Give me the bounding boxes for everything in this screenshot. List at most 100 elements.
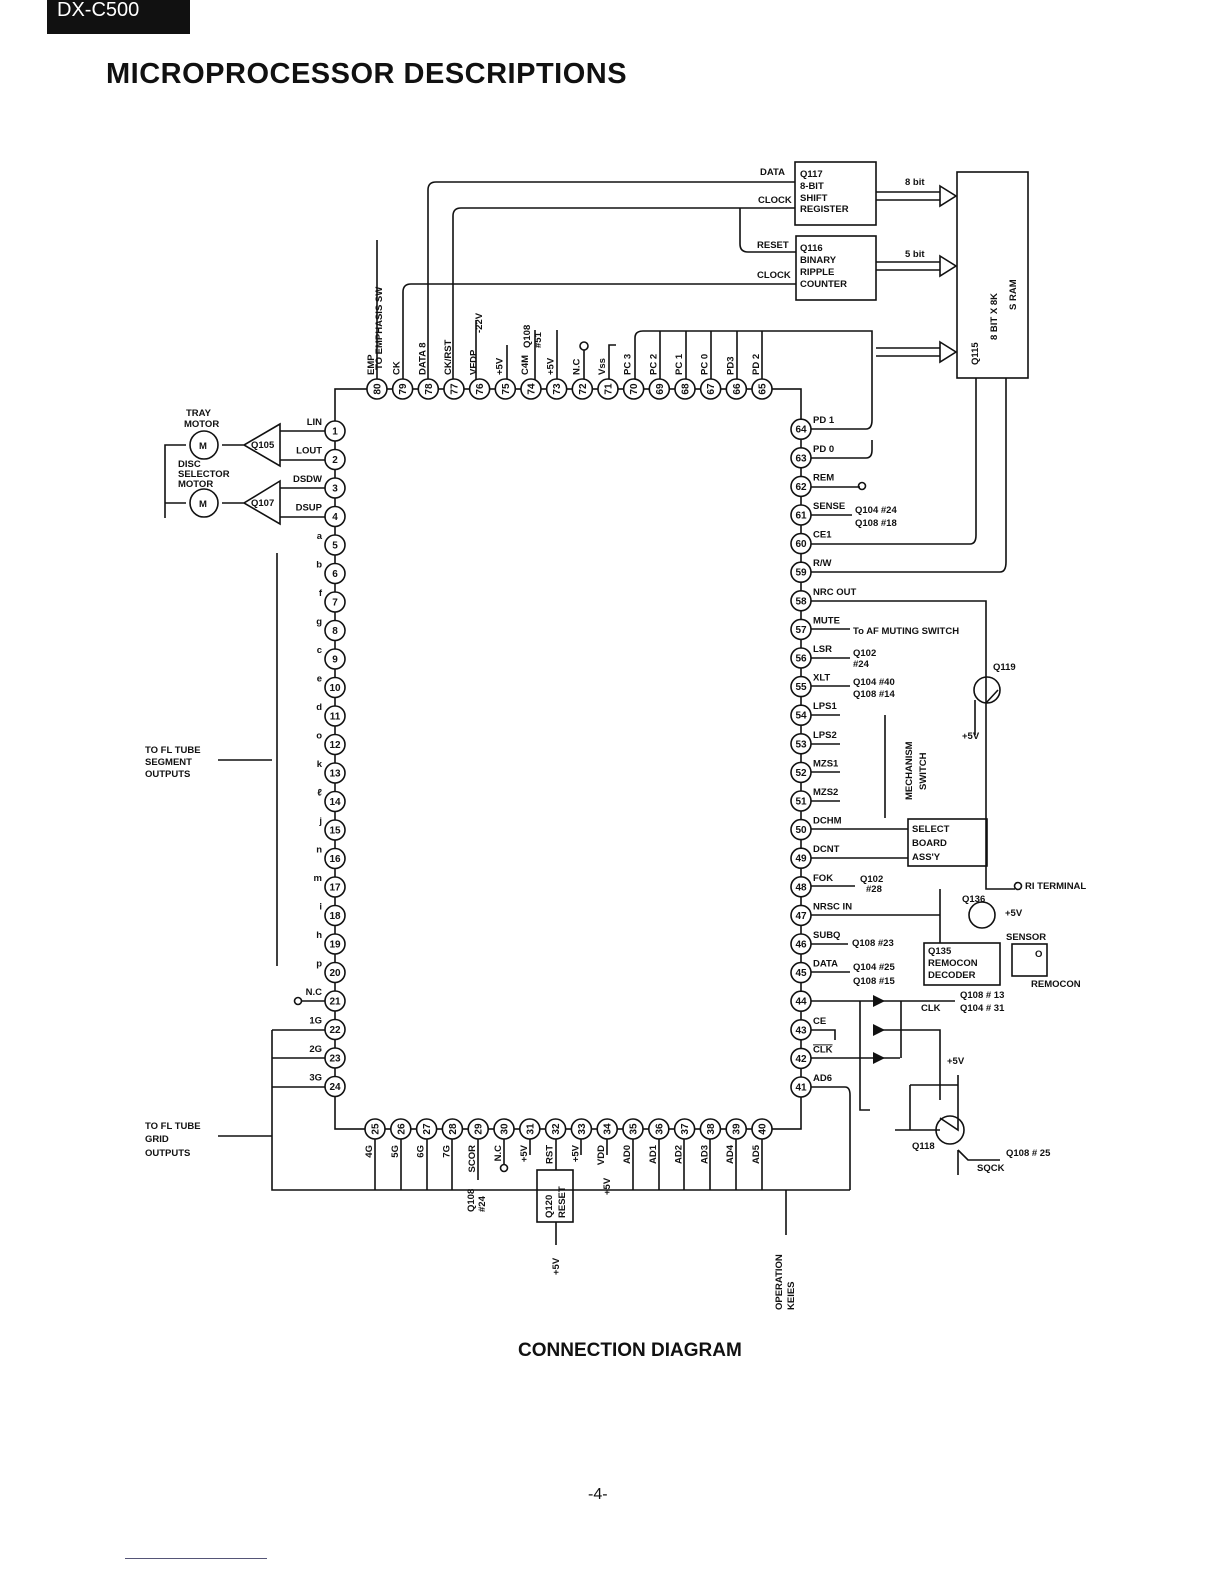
pin-label: DATA [813,959,838,970]
q120-reset-block [536,1169,574,1223]
pin-number: 3 [332,484,338,495]
pin-label: LIN [307,417,322,428]
pin-label: DCNT [813,844,840,855]
svg-text:Q118: Q118 [912,1141,935,1152]
pin-number: 71 [603,383,614,395]
pin-number: 70 [629,383,640,395]
pin-number: 75 [501,383,512,395]
right-annotations: Q104 #24 Q108 #18 To AF MUTING SWITCH Q1… [852,505,1086,1174]
page-title: MICROPROCESSOR DESCRIPTIONS [106,58,628,90]
svg-text:DISC: DISC [178,459,201,470]
pin-label: PC 2 [648,354,659,375]
pin-label: c [317,645,322,656]
pin-label: 1G [309,1016,322,1027]
pin-9: 9c [317,645,346,670]
pin-number: 21 [329,997,341,1008]
pin-number: 59 [795,568,807,579]
pin-label: LPS2 [813,730,837,741]
pin-label: DSDW [293,474,322,485]
pin-number: 4 [332,512,338,523]
pin-label: AD3 [699,1145,710,1164]
svg-text:#51: #51 [533,331,544,348]
pin-number: 5 [332,541,338,552]
pin-label: Vss [597,358,608,375]
diagram-caption: CONNECTION DIAGRAM [518,1340,742,1361]
pin-number: 80 [372,383,383,395]
sensor-block [1011,943,1048,977]
svg-text:OUTPUTS: OUTPUTS [145,769,190,780]
pin-61: 61 SENSE [790,501,845,526]
pin-11: 11d [316,702,346,727]
svg-text:Q108 #18: Q108 #18 [855,518,897,529]
pin-number: 26 [396,1123,407,1135]
pin-number: 44 [795,997,807,1008]
pin-label: k [317,759,323,770]
pin-number: 73 [552,383,563,395]
svg-text:RESET: RESET [757,240,789,251]
pin-number: 18 [329,911,341,922]
pin-number: 46 [795,940,807,951]
pin-number: 9 [332,655,338,666]
svg-text:#24: #24 [853,659,870,670]
pin-number: 40 [758,1123,769,1135]
pin-number: 53 [795,739,807,750]
pin-12: 12o [316,731,346,756]
pin-label: SCOR [467,1145,478,1173]
svg-text:+5V: +5V [947,1056,965,1067]
q136-transistor [968,901,996,929]
q119-transistor [973,676,1001,704]
pin-label: SENSE [813,501,845,512]
pin-label: +5V [519,1144,530,1162]
pin-14: 14ℓ [317,788,346,813]
pin-label: AD4 [725,1144,736,1164]
svg-text:SQCK: SQCK [977,1163,1005,1174]
model-label: DX-C500 [47,0,190,34]
svg-text:OUTPUTS: OUTPUTS [145,1148,190,1159]
pin-18: 18i [319,902,346,927]
rem-terminal [857,481,867,491]
pin-label: +5V [546,357,557,375]
pin-number: 42 [795,1054,807,1065]
svg-text:OPERATION: OPERATION [774,1254,785,1310]
pin-number: 12 [329,740,341,751]
pin-number: 54 [795,711,807,722]
pin-label: NRSC IN [813,901,852,912]
svg-text:Q102: Q102 [853,648,876,659]
svg-text:+5V: +5V [962,731,980,742]
pin-label: j [318,816,322,827]
svg-text:SELECTOR: SELECTOR [178,469,230,480]
svg-text:Q135: Q135 [928,946,952,957]
pin-8: 8g [316,617,346,642]
pin-3: 3 DSDW [293,474,346,499]
svg-text:Q119: Q119 [993,662,1016,673]
pin-number: 61 [795,511,807,522]
svg-text:Q104 #40: Q104 #40 [853,677,895,688]
pin-10: 10e [317,674,346,699]
pin-number: 19 [329,940,341,951]
svg-text:CLOCK: CLOCK [757,270,791,281]
pin-number: 14 [329,797,341,808]
pin-number: 1 [332,427,338,438]
svg-text:+5V: +5V [551,1257,562,1275]
